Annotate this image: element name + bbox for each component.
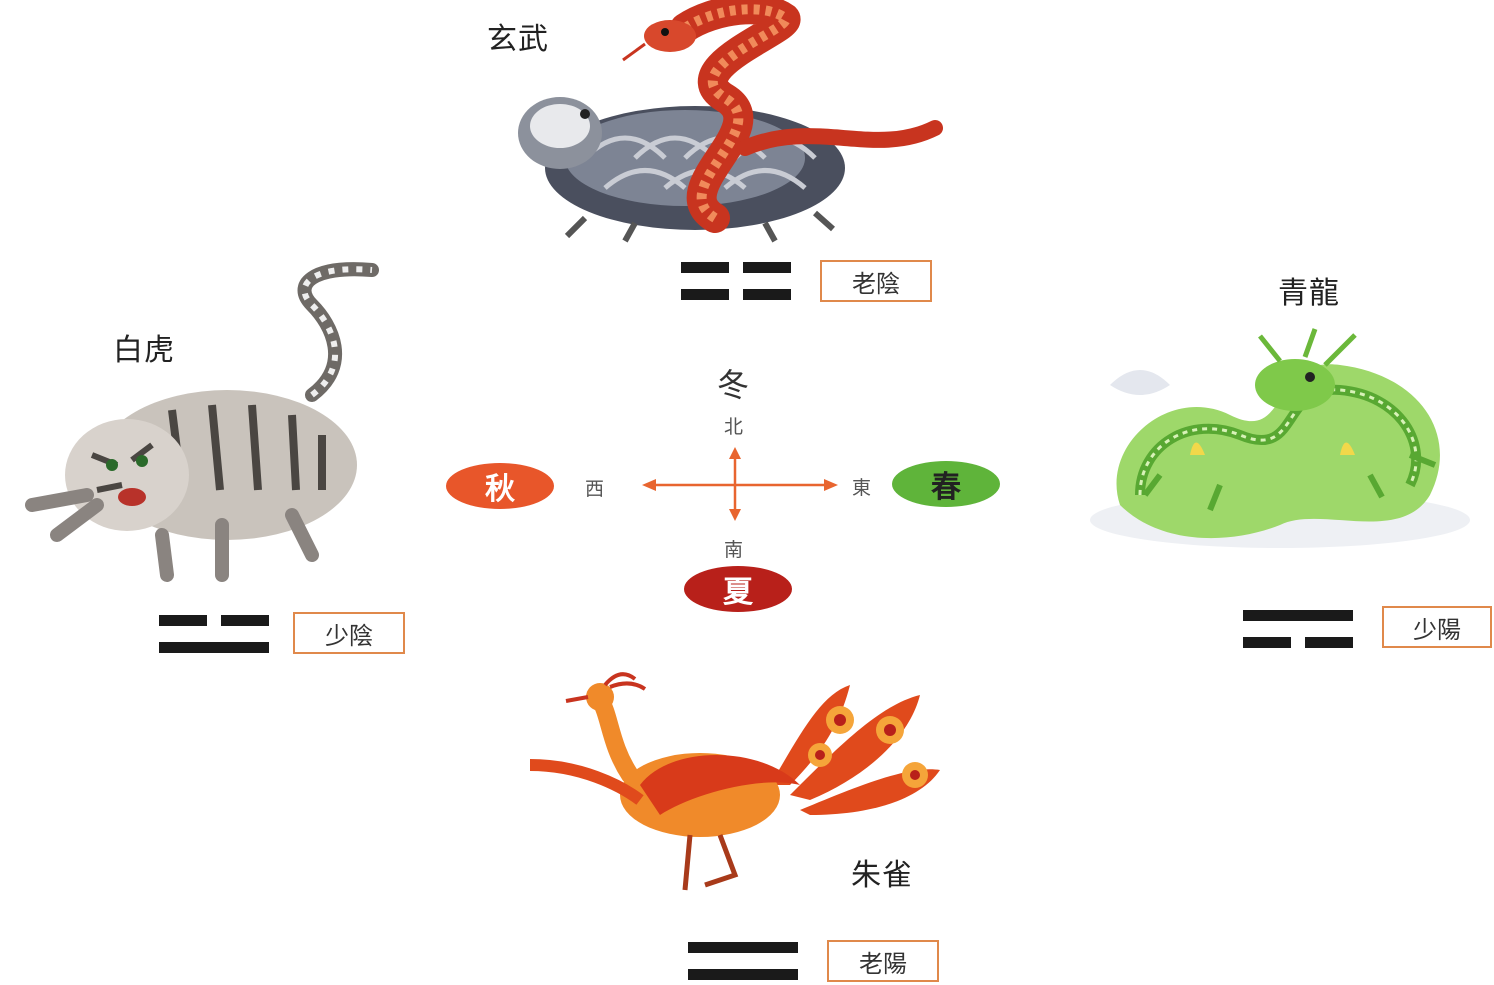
direction-south: 南 (724, 539, 744, 561)
season-autumn: 秋 (446, 463, 554, 509)
season-winter: 冬 (717, 366, 750, 404)
guardian-name-south: 朱雀 (851, 858, 913, 893)
symbol-box-north: 老陰 (820, 260, 932, 302)
symbol-box-east: 少陽 (1382, 606, 1492, 648)
guardian-name-west: 白虎 (113, 333, 175, 368)
yao-line-west-bottom (159, 642, 269, 653)
yao-line-east-bottom (1243, 637, 1353, 648)
tiger-icon (25, 262, 379, 582)
guardian-name-east: 青龍 (1278, 276, 1340, 311)
season-summer: 夏 (684, 566, 792, 612)
direction-west: 西 (585, 478, 605, 500)
yao-line-east-top (1243, 610, 1353, 621)
yao-line-north-bottom (681, 289, 791, 300)
phoenix-icon (529, 672, 940, 891)
direction-north: 北 (724, 416, 744, 438)
yao-east (1243, 610, 1353, 650)
yao-north (681, 262, 791, 302)
yao-line-north-top (681, 262, 791, 273)
yao-line-south-bottom (688, 969, 798, 980)
symbol-box-west: 少陰 (293, 612, 405, 654)
season-spring: 春 (892, 461, 1000, 507)
turtle-snake-icon (518, 0, 943, 243)
yao-line-west-top (159, 615, 269, 626)
direction-east: 東 (852, 477, 872, 499)
guardian-name-north: 玄武 (487, 22, 549, 57)
yao-line-south-top (688, 942, 798, 953)
yao-south (688, 942, 798, 982)
dragon-icon (1090, 328, 1470, 548)
symbol-box-south: 老陽 (827, 940, 939, 982)
compass-arrows (642, 447, 838, 521)
yao-west (159, 615, 269, 655)
